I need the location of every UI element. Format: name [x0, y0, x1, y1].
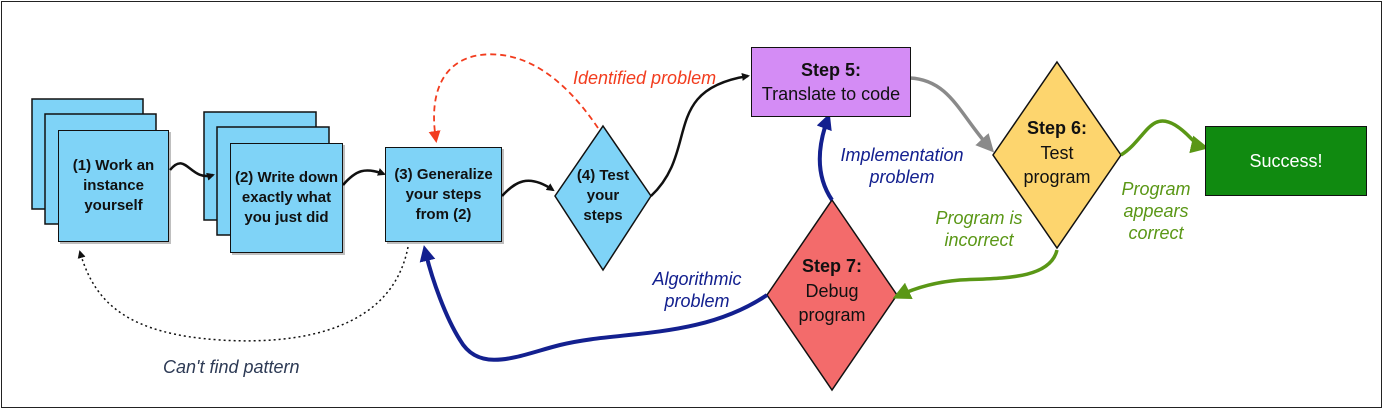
step3-box: (3) Generalize your steps from (2) [385, 147, 502, 242]
arrow-step5-to-step6 [909, 76, 995, 153]
step5-box: Step 5: Translate to code [751, 47, 911, 117]
step1-box: (1) Work an instance yourself [58, 130, 169, 242]
step5-title: Step 5: [800, 60, 861, 80]
label-implementation-problem: Implementation problem [840, 145, 964, 187]
arrow-step2-to-step3 [342, 168, 386, 186]
label-program-incorrect: Program is incorrect [935, 208, 1023, 250]
step7-body: Debug program [798, 281, 866, 325]
step5-body: Translate to code [761, 84, 901, 104]
arrow-step1-to-step2 [169, 162, 215, 181]
label-program-correct: Program appears correct [1121, 179, 1191, 243]
success-box: Success! [1205, 126, 1367, 196]
step4-label: (4) Test your steps [576, 167, 630, 224]
step1-label: (1) Work an instance yourself [72, 157, 155, 214]
arrow-step3-to-step4 [501, 179, 555, 197]
step6-title: Step 6: [1026, 118, 1087, 138]
step3-label: (3) Generalize your steps from (2) [394, 165, 493, 223]
step7-title: Step 7: [801, 256, 862, 276]
step2-label: (2) Write down exactly what you just did [234, 169, 339, 226]
step6-body: Test program [1023, 143, 1091, 187]
arrow-algorithmic-problem [419, 245, 769, 362]
arrow-step6-to-success [1120, 119, 1209, 157]
arrow-implementation-problem [816, 113, 834, 202]
arrow-cant-find-pattern [77, 246, 409, 342]
label-cant-find-pattern: Can't find pattern [163, 357, 300, 377]
step4-diamond [554, 124, 652, 272]
arrow-step6-to-step7 [892, 249, 1059, 300]
label-identified-problem: Identified problem [573, 68, 717, 88]
success-label: Success! [1249, 150, 1323, 171]
step7-diamond [766, 198, 898, 392]
arrow-step4-to-step5 [650, 72, 750, 197]
arrow-identified-problem [428, 53, 599, 143]
label-algorithmic-problem: Algorithmic problem [652, 269, 742, 311]
step2-box: (2) Write down exactly what you just did [230, 143, 343, 253]
step6-diamond [992, 60, 1122, 250]
